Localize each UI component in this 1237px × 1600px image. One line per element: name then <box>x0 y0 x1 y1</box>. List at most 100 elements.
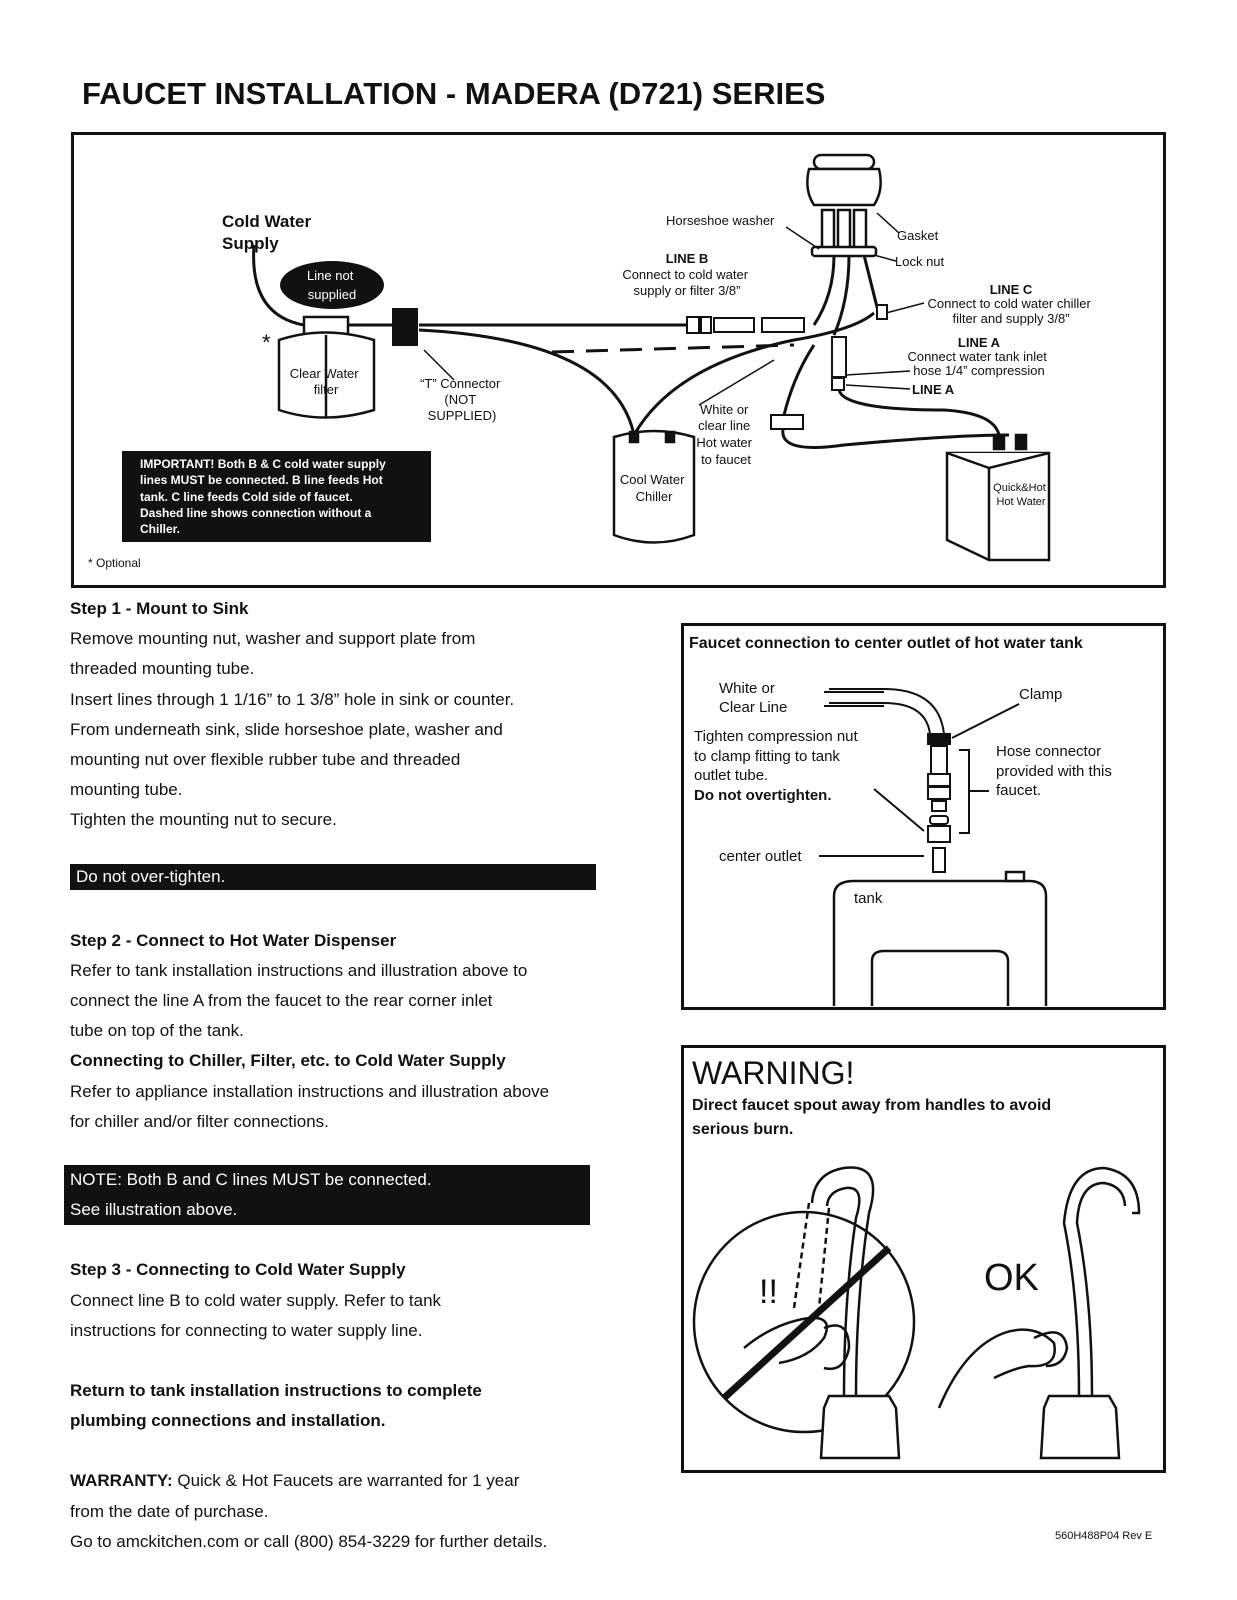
line-b-fitting <box>686 316 805 334</box>
cold-water-supply-line: Cold Water <box>222 212 311 231</box>
chiller-label-line: Cool Water <box>620 472 685 487</box>
hose-connector-label-line: Hose connector <box>996 743 1101 760</box>
line-not-supplied-label: Line not supplied <box>307 268 357 302</box>
chiller-label-line: Chiller <box>636 489 674 504</box>
step2-title: Step 2 - Connect to Hot Water Dispenser <box>70 930 397 950</box>
line-a-label: LINE A <box>912 382 955 397</box>
hot-water-tank-label-line: Hot Water <box>996 496 1045 508</box>
lock-nut-label: Lock nut <box>895 254 945 269</box>
exclamation-mark: !! <box>759 1273 778 1311</box>
t-connector-line: SUPPLIED) <box>428 408 497 423</box>
page-title: FAUCET INSTALLATION - MADERA (D721) SERI… <box>82 76 826 111</box>
cold-water-supply-label: Cold Water Supply <box>222 212 316 253</box>
warning-text-line: serious burn. <box>692 1121 793 1138</box>
installation-steps: Step 1 - Mount to Sink Remove mounting n… <box>64 594 600 1557</box>
important-note-line: Dashed line shows connection without a <box>140 506 372 520</box>
line-a-title: LINE A <box>958 335 1001 350</box>
step3-title: Step 3 - Connecting to Cold Water Supply <box>70 1260 406 1280</box>
gasket-label: Gasket <box>897 228 939 243</box>
important-note-box <box>122 451 431 542</box>
clear-water-filter <box>277 315 376 419</box>
dashed-bypass-line <box>551 343 795 354</box>
warranty-line: WARRANTY: Quick & Hot Faucets are warran… <box>70 1466 600 1496</box>
clamp-label: Clamp <box>1019 686 1062 703</box>
cold-supply-pipe <box>252 244 305 327</box>
line-c-title: LINE C <box>990 282 1033 297</box>
warranty-text: Quick & Hot Faucets are warranted for 1 … <box>172 1471 520 1491</box>
important-note-line: tank. C line feeds Cold side of faucet. <box>140 490 353 504</box>
outlet-connection-svg: Faucet connection to center outlet of ho… <box>689 635 1116 1006</box>
warranty-label: WARRANTY: <box>70 1471 173 1491</box>
line-a-hose <box>837 389 1001 436</box>
optional-note: * Optional <box>88 556 141 570</box>
warning-box: WARNING! Direct faucet spout away from h… <box>681 1045 1166 1473</box>
tank-illustration <box>832 870 1048 1006</box>
step1-line: threaded mounting tube. <box>70 659 255 679</box>
step2-line: Refer to tank installation instructions … <box>70 960 528 980</box>
t-connector-line: (NOT <box>444 392 476 407</box>
line-c-from-chiller <box>632 311 875 436</box>
tighten-instruction-line: Tighten compression nut <box>694 728 859 745</box>
hot-water-tank-label-line: Quick&Hot <box>993 482 1046 494</box>
step1-line: Insert lines through 1 1/16” to 1 3/8” h… <box>70 689 515 709</box>
chiller-connection-line: Refer to appliance installation instruct… <box>70 1081 550 1101</box>
step1-title: Step 1 - Mount to Sink <box>70 599 249 618</box>
step1-line: mounting tube. <box>70 780 183 800</box>
chiller-connection-title: Connecting to Chiller, Filter, etc. to C… <box>70 1051 506 1071</box>
line-a-description: Connect water tank inlet hose 1/4” compr… <box>907 349 1050 378</box>
hose-connector-label: Hose connector provided with this faucet… <box>996 743 1116 799</box>
line-not-supplied-badge <box>280 261 384 309</box>
ok-label: OK <box>984 1257 1039 1299</box>
cool-water-chiller <box>612 429 696 544</box>
horseshoe-washer-label: Horseshoe washer <box>666 213 775 228</box>
warning-svg: WARNING! Direct faucet spout away from h… <box>692 1055 1141 1460</box>
step1-warning-bar: Do not over-tighten. <box>70 863 596 890</box>
hot-water-tank <box>945 433 1051 562</box>
warranty-line: from the date of purchase. <box>70 1501 269 1521</box>
line-c-description: Connect to cold water chiller filter and… <box>928 296 1095 326</box>
line-not-supplied-line: Line not <box>307 268 354 283</box>
filter-label: Clear Water filter <box>290 366 363 397</box>
warning-title: WARNING! <box>692 1055 854 1091</box>
step2-line: tube on top of the tank. <box>70 1021 244 1041</box>
tighten-instruction-line: to clamp fitting to tank <box>694 748 840 765</box>
correct-way-illustration <box>937 1166 1141 1460</box>
wrong-way-illustration <box>692 1166 916 1460</box>
chiller-feed-pipe <box>418 328 636 436</box>
tank-label: tank <box>854 890 883 907</box>
hot-water-tank-label: Quick&Hot Hot Water <box>993 482 1049 508</box>
faucet-top-illustration <box>806 153 882 258</box>
white-line-label-line: Hot water <box>696 435 752 450</box>
line-c-description-line: filter and supply 3/8” <box>952 311 1069 326</box>
step3-line: instructions for connecting to water sup… <box>70 1320 423 1340</box>
white-line-label-line: White or <box>700 402 749 417</box>
step1-line: From underneath sink, slide horseshoe pl… <box>70 719 503 739</box>
step1-line: mounting nut over flexible rubber tube a… <box>70 750 461 770</box>
outlet-connection-box: Faucet connection to center outlet of ho… <box>681 623 1166 1010</box>
hose-connector-label-line: provided with this <box>996 763 1112 780</box>
note-line: NOTE: Both B and C lines MUST be connect… <box>70 1170 432 1190</box>
line-b-description-line: Connect to cold water <box>622 267 748 282</box>
return-instructions-line: Return to tank installation instructions… <box>70 1381 482 1401</box>
outlet-white-line-label-line: Clear Line <box>719 699 787 716</box>
note-bar: NOTE: Both B and C lines MUST be connect… <box>64 1165 590 1226</box>
t-connector <box>392 308 418 346</box>
important-note-line: lines MUST be connected. B line feeds Ho… <box>140 473 383 487</box>
white-line-label: White or clear line Hot water to faucet <box>696 402 755 467</box>
step3-line: Connect line B to cold water supply. Ref… <box>70 1290 442 1310</box>
note-line: See illustration above. <box>70 1200 238 1220</box>
t-connector-line: “T” Connector <box>420 376 501 391</box>
important-note-text: IMPORTANT! Both B & C cold water supply … <box>140 457 389 536</box>
t-connector-label: “T” Connector (NOT SUPPLIED) <box>420 376 504 423</box>
line-a-description-line: Connect water tank inlet <box>907 349 1047 364</box>
installation-diagram-svg: Cold Water Supply Line not supplied * Cl… <box>88 153 1095 570</box>
important-note-line: Chiller. <box>140 522 180 536</box>
hose-connector-label-line: faucet. <box>996 782 1041 799</box>
tighten-instruction: Tighten compression nut to clamp fitting… <box>694 728 862 784</box>
hose-connector-illustration <box>927 733 951 873</box>
chiller-connection-line: for chiller and/or filter connections. <box>70 1111 329 1131</box>
step1-line: Remove mounting nut, washer and support … <box>70 629 476 649</box>
hot-water-line <box>781 424 1010 449</box>
line-b-description-line: supply or filter 3/8” <box>634 283 741 298</box>
outlet-white-line-label: White or Clear Line <box>719 680 787 716</box>
